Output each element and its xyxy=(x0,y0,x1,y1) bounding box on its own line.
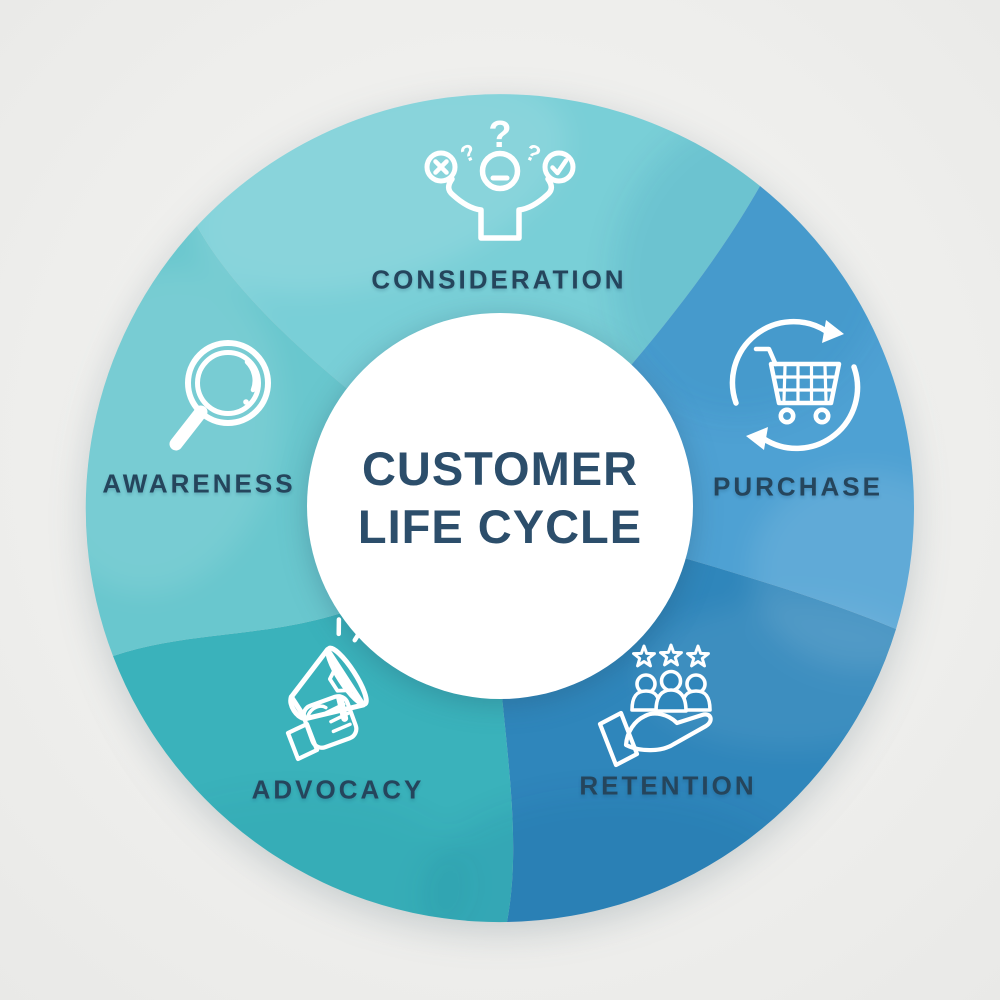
label-consideration: CONSIDERATION xyxy=(371,264,627,295)
diagram-title: CUSTOMER LIFE CYCLE xyxy=(358,440,642,556)
megaphone-hand-icon xyxy=(285,617,369,762)
diagram-title-line2: LIFE CYCLE xyxy=(357,500,643,553)
label-retention: RETENTION xyxy=(579,770,757,801)
label-advocacy: ADVOCACY xyxy=(251,774,425,805)
label-awareness: AWARENESS xyxy=(102,468,296,499)
magnifier-icon xyxy=(169,340,271,451)
cart-cycle-icon xyxy=(729,318,861,452)
svg-text:?: ? xyxy=(488,114,511,156)
diagram-title-line1: CUSTOMER xyxy=(361,442,639,495)
center-circle xyxy=(307,313,693,699)
label-purchase: PURCHASE xyxy=(713,471,883,502)
hand-customers-icon xyxy=(597,643,713,768)
